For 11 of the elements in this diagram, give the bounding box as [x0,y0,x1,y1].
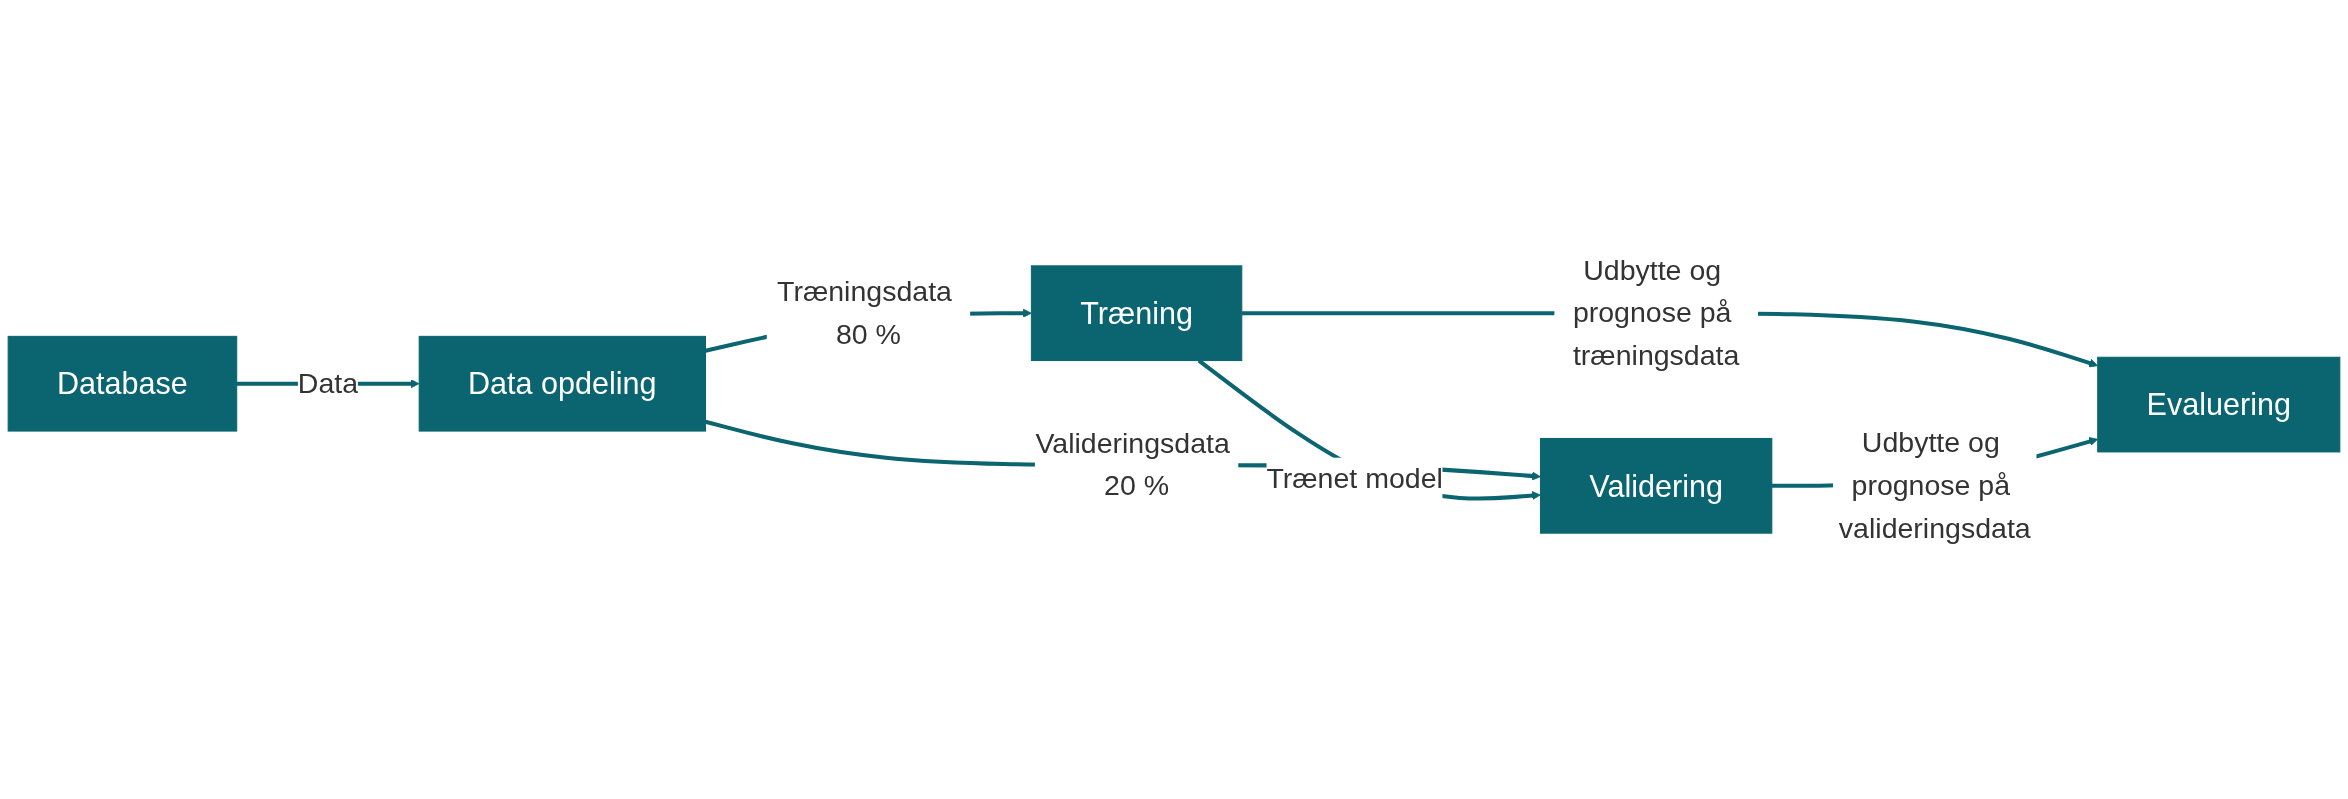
edge-label: Udbytte og prognose på valideringsdata [1838,426,2031,544]
edge-label: Trænet model [1266,462,1443,495]
edge-label: Valideringsdata 20 % [1035,427,1230,502]
node-box: Træning [1030,265,1243,362]
edge-label: Data [297,367,359,399]
edge-label: Udbytte og prognose på træningsdata [1572,254,1740,372]
node-box: Validering [1539,437,1773,534]
node-box: Database [7,335,238,432]
edge-label: Træningsdata 80 % [777,275,952,350]
node-box: Evaluering [2097,356,2341,453]
node-box: Data opdeling [418,335,706,432]
